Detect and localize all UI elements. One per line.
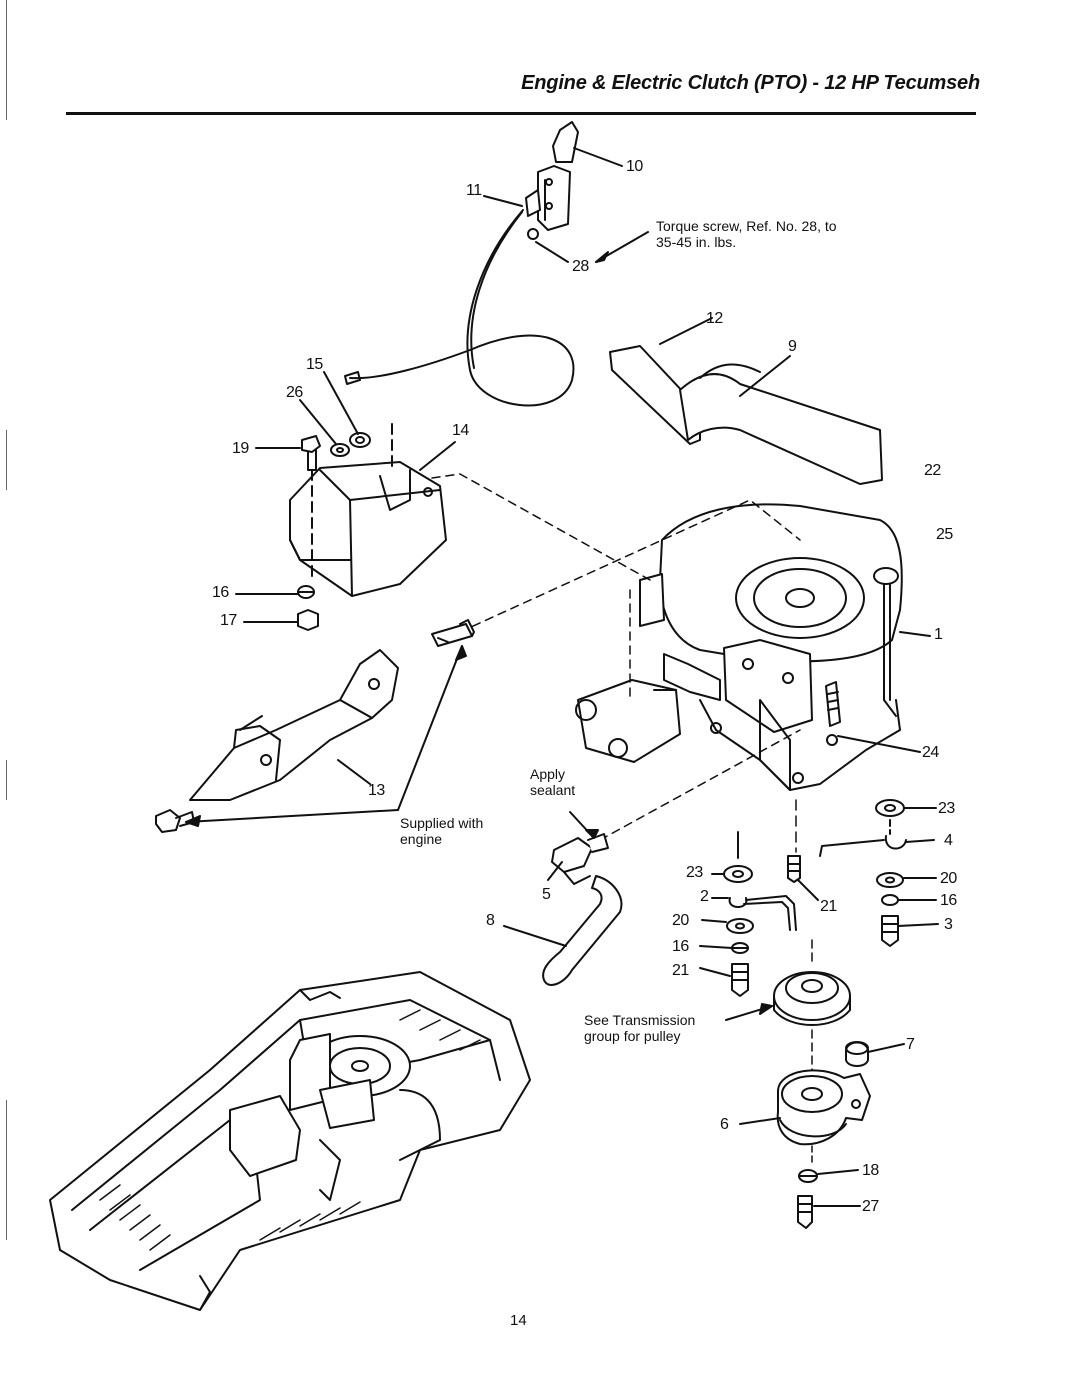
callout-7: 7 bbox=[906, 1036, 915, 1053]
callout-20-b: 20 bbox=[940, 870, 957, 887]
callout-24: 24 bbox=[922, 744, 939, 761]
margin-mark bbox=[6, 760, 7, 800]
callout-10: 10 bbox=[626, 158, 643, 175]
callout-19: 19 bbox=[232, 440, 249, 457]
callout-20-a: 20 bbox=[672, 912, 689, 929]
callout-16-c: 16 bbox=[940, 892, 957, 909]
tractor-chassis-overview bbox=[49, 971, 531, 1311]
electric-clutch bbox=[776, 1069, 871, 1146]
callout-4: 4 bbox=[944, 832, 953, 849]
transmission-note-line1: See Transmission bbox=[584, 1012, 696, 1028]
callout-11: 11 bbox=[466, 182, 482, 199]
callout-3: 3 bbox=[944, 916, 953, 933]
callout-12: 12 bbox=[706, 310, 723, 327]
page-number: 14 bbox=[510, 1312, 527, 1329]
air-duct-assembly bbox=[609, 345, 883, 485]
solenoid-cover bbox=[289, 461, 447, 597]
callout-26: 26 bbox=[286, 384, 303, 401]
supplied-note-line2: engine bbox=[400, 831, 443, 847]
supplied-note: Supplied with engine bbox=[400, 815, 483, 847]
callout-23-a: 23 bbox=[938, 800, 955, 817]
title-rule bbox=[66, 112, 976, 115]
margin-mark bbox=[6, 1100, 7, 1240]
sealant-note-line2: sealant bbox=[530, 782, 576, 798]
callout-17: 17 bbox=[220, 612, 237, 629]
torque-note-line1: Torque screw, Ref. No. 28, to bbox=[656, 218, 837, 234]
pulley bbox=[773, 971, 851, 1026]
engine-block bbox=[575, 503, 903, 791]
callout-5: 5 bbox=[542, 886, 551, 903]
callout-15: 15 bbox=[306, 356, 323, 373]
callout-16-b: 16 bbox=[672, 938, 689, 955]
torque-note-line2: 35-45 in. lbs. bbox=[656, 234, 737, 250]
callout-14: 14 bbox=[452, 422, 469, 439]
callout-6: 6 bbox=[720, 1116, 729, 1133]
supplied-note-line1: Supplied with bbox=[400, 815, 484, 831]
callout-9: 9 bbox=[788, 338, 797, 355]
callout-13: 13 bbox=[368, 782, 385, 799]
callout-18: 18 bbox=[862, 1162, 879, 1179]
margin-mark bbox=[6, 430, 7, 490]
engine-mount-bracket bbox=[189, 649, 399, 801]
callout-25: 25 bbox=[936, 526, 953, 543]
callout-28: 28 bbox=[572, 258, 589, 275]
sealant-note: Apply sealant bbox=[530, 766, 575, 798]
callout-27: 27 bbox=[862, 1198, 879, 1215]
callout-23-b: 23 bbox=[686, 864, 703, 881]
callout-21-b: 21 bbox=[820, 898, 837, 915]
control-lever-assembly bbox=[344, 121, 579, 407]
transmission-note-line2: group for pulley bbox=[584, 1028, 681, 1044]
callout-22: 22 bbox=[924, 462, 941, 479]
callout-21-a: 21 bbox=[672, 962, 689, 979]
torque-note: Torque screw, Ref. No. 28, to 35-45 in. … bbox=[656, 218, 837, 250]
margin-mark bbox=[6, 0, 7, 120]
sealant-note-line1: Apply bbox=[530, 766, 566, 782]
callout-8: 8 bbox=[486, 912, 495, 929]
transmission-note: See Transmission group for pulley bbox=[584, 1012, 695, 1044]
callout-2: 2 bbox=[700, 888, 709, 905]
callout-16-a: 16 bbox=[212, 584, 229, 601]
page-title: Engine & Electric Clutch (PTO) - 12 HP T… bbox=[521, 72, 980, 94]
callout-1: 1 bbox=[934, 626, 943, 643]
